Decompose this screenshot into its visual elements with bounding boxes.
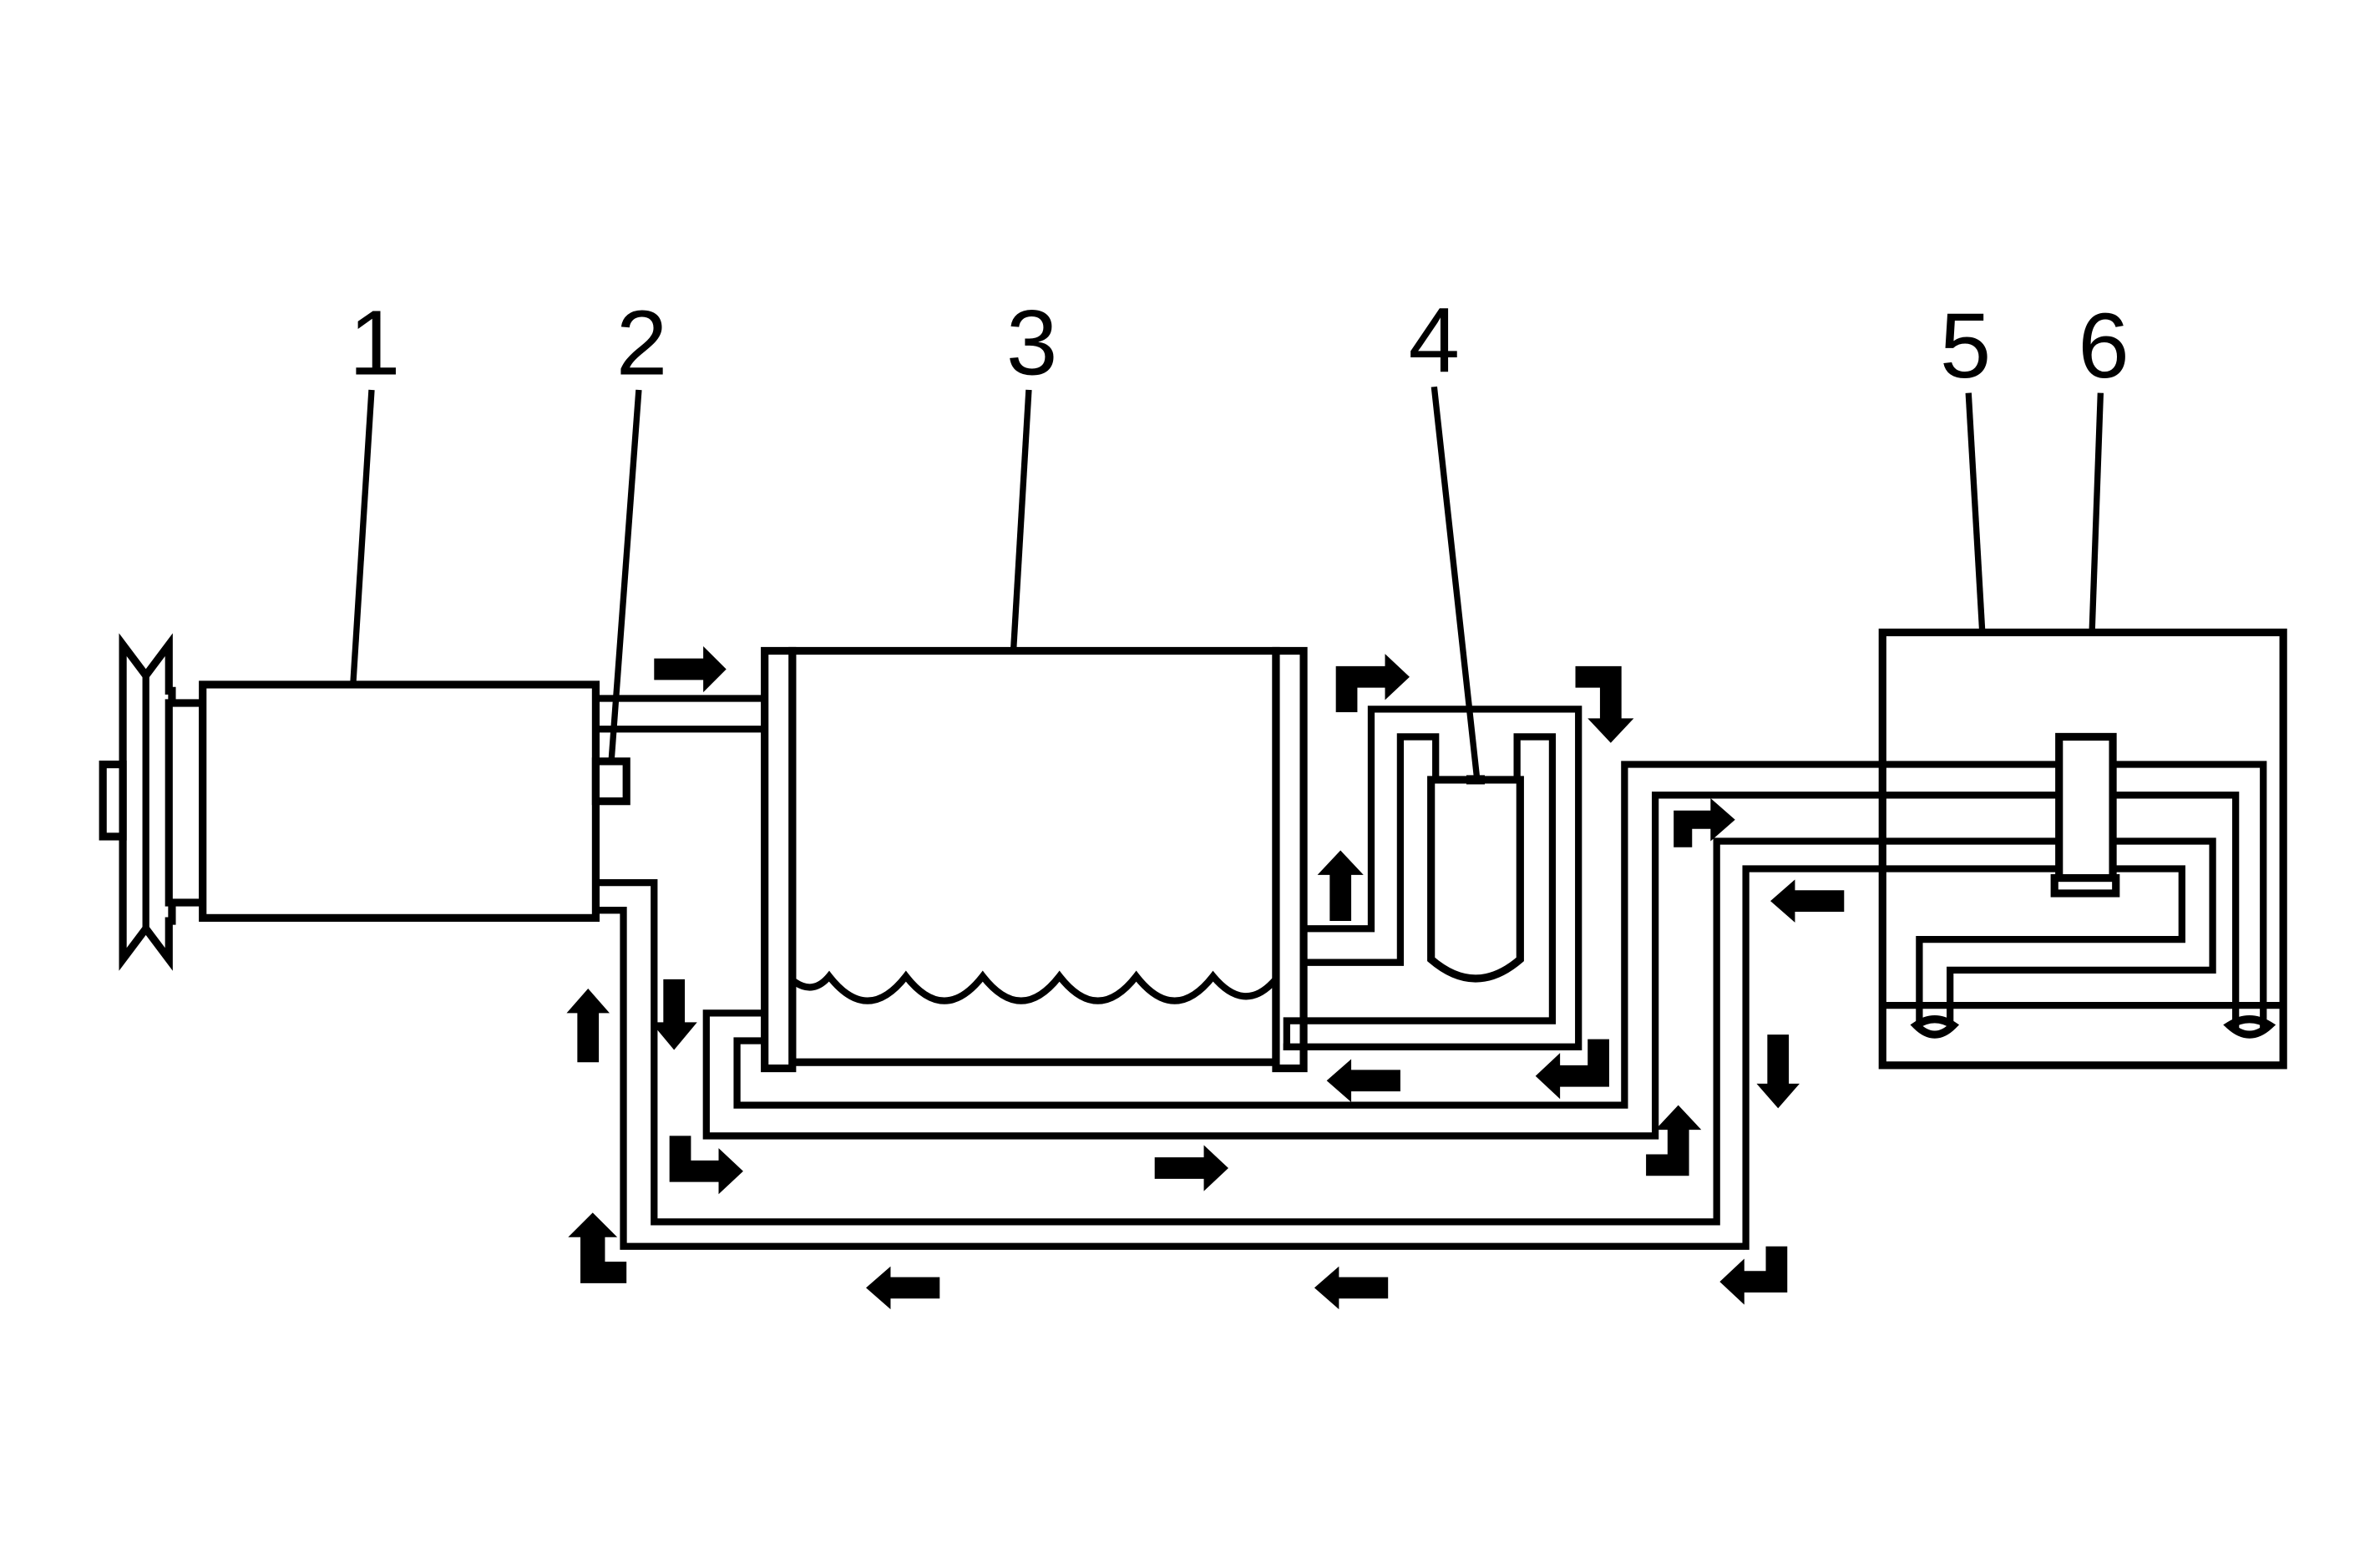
arrow-up-icon bbox=[566, 988, 610, 1063]
valve-body bbox=[1427, 776, 1524, 983]
pipe-reservoir-loop-inner bbox=[733, 761, 2267, 1109]
flow-arrows bbox=[566, 645, 1845, 1310]
arrow-bend-right-icon bbox=[1674, 797, 1735, 847]
callout-5: 5 bbox=[1940, 295, 1991, 397]
pipe-valve-inner-right bbox=[1283, 733, 1557, 1050]
pump-outlet-fitting bbox=[591, 757, 630, 806]
arrow-down-icon bbox=[1756, 1034, 1800, 1109]
arrow-right-icon bbox=[1154, 1145, 1228, 1191]
arrow-bend-right-icon bbox=[669, 1136, 743, 1195]
arrow-bend-left-icon bbox=[1535, 1039, 1609, 1100]
callout-4: 4 bbox=[1409, 289, 1460, 392]
pipe-valve-inner-left bbox=[1299, 733, 1440, 966]
spool-valve bbox=[2050, 732, 2120, 898]
pump-assembly bbox=[99, 633, 630, 971]
arrow-left-icon bbox=[1326, 1059, 1400, 1102]
pipe-reservoir-loop-outer bbox=[702, 792, 2240, 1140]
valve-assembly bbox=[1427, 775, 1524, 983]
leader-4 bbox=[1431, 386, 1481, 781]
piping bbox=[592, 695, 2267, 1250]
arrow-bend-up-icon bbox=[568, 1212, 627, 1283]
arrow-left-icon bbox=[866, 1266, 940, 1310]
callout-3: 3 bbox=[1006, 292, 1057, 395]
callouts: 1 2 3 4 5 6 bbox=[349, 289, 2129, 781]
arrow-bend-up-icon bbox=[1308, 850, 1364, 922]
spool-valve-body bbox=[2055, 732, 2117, 883]
pipe-return-line-1 bbox=[592, 837, 2216, 1226]
arrow-bend-up-icon bbox=[1646, 1105, 1702, 1176]
arrow-bend-left-icon bbox=[1719, 1246, 1788, 1305]
pipe-return-line-2 bbox=[592, 865, 2185, 1250]
reservoir-assembly bbox=[761, 646, 1308, 1073]
callout-6: 6 bbox=[2078, 295, 2129, 397]
leader-2 bbox=[608, 389, 642, 765]
arrow-bend-right-icon bbox=[1335, 654, 1410, 713]
callout-1: 1 bbox=[349, 292, 400, 395]
leader-3 bbox=[1010, 389, 1032, 651]
reservoir-right-flange bbox=[1272, 646, 1308, 1073]
valve-tip bbox=[1466, 775, 1486, 785]
pump-body bbox=[199, 680, 600, 922]
callout-2: 2 bbox=[616, 292, 667, 395]
pump-shaft-collar bbox=[165, 699, 207, 907]
spool-valve-base bbox=[2050, 873, 2120, 898]
leader-5 bbox=[1965, 392, 1986, 633]
fluid-level bbox=[790, 970, 1279, 1004]
arrow-left-icon bbox=[1314, 1266, 1389, 1310]
arrow-bend-down-icon bbox=[651, 979, 716, 1050]
arrow-right-icon bbox=[654, 645, 727, 693]
reservoir-left-flange bbox=[761, 646, 797, 1073]
drain-port-right bbox=[2223, 1015, 2276, 1039]
arrow-left-icon bbox=[1770, 879, 1845, 923]
leader-1 bbox=[350, 389, 375, 684]
pulley-hub bbox=[99, 760, 127, 841]
arrow-bend-down-icon bbox=[1575, 665, 1634, 743]
pipe-valve-outer-loop bbox=[1283, 706, 1582, 1050]
